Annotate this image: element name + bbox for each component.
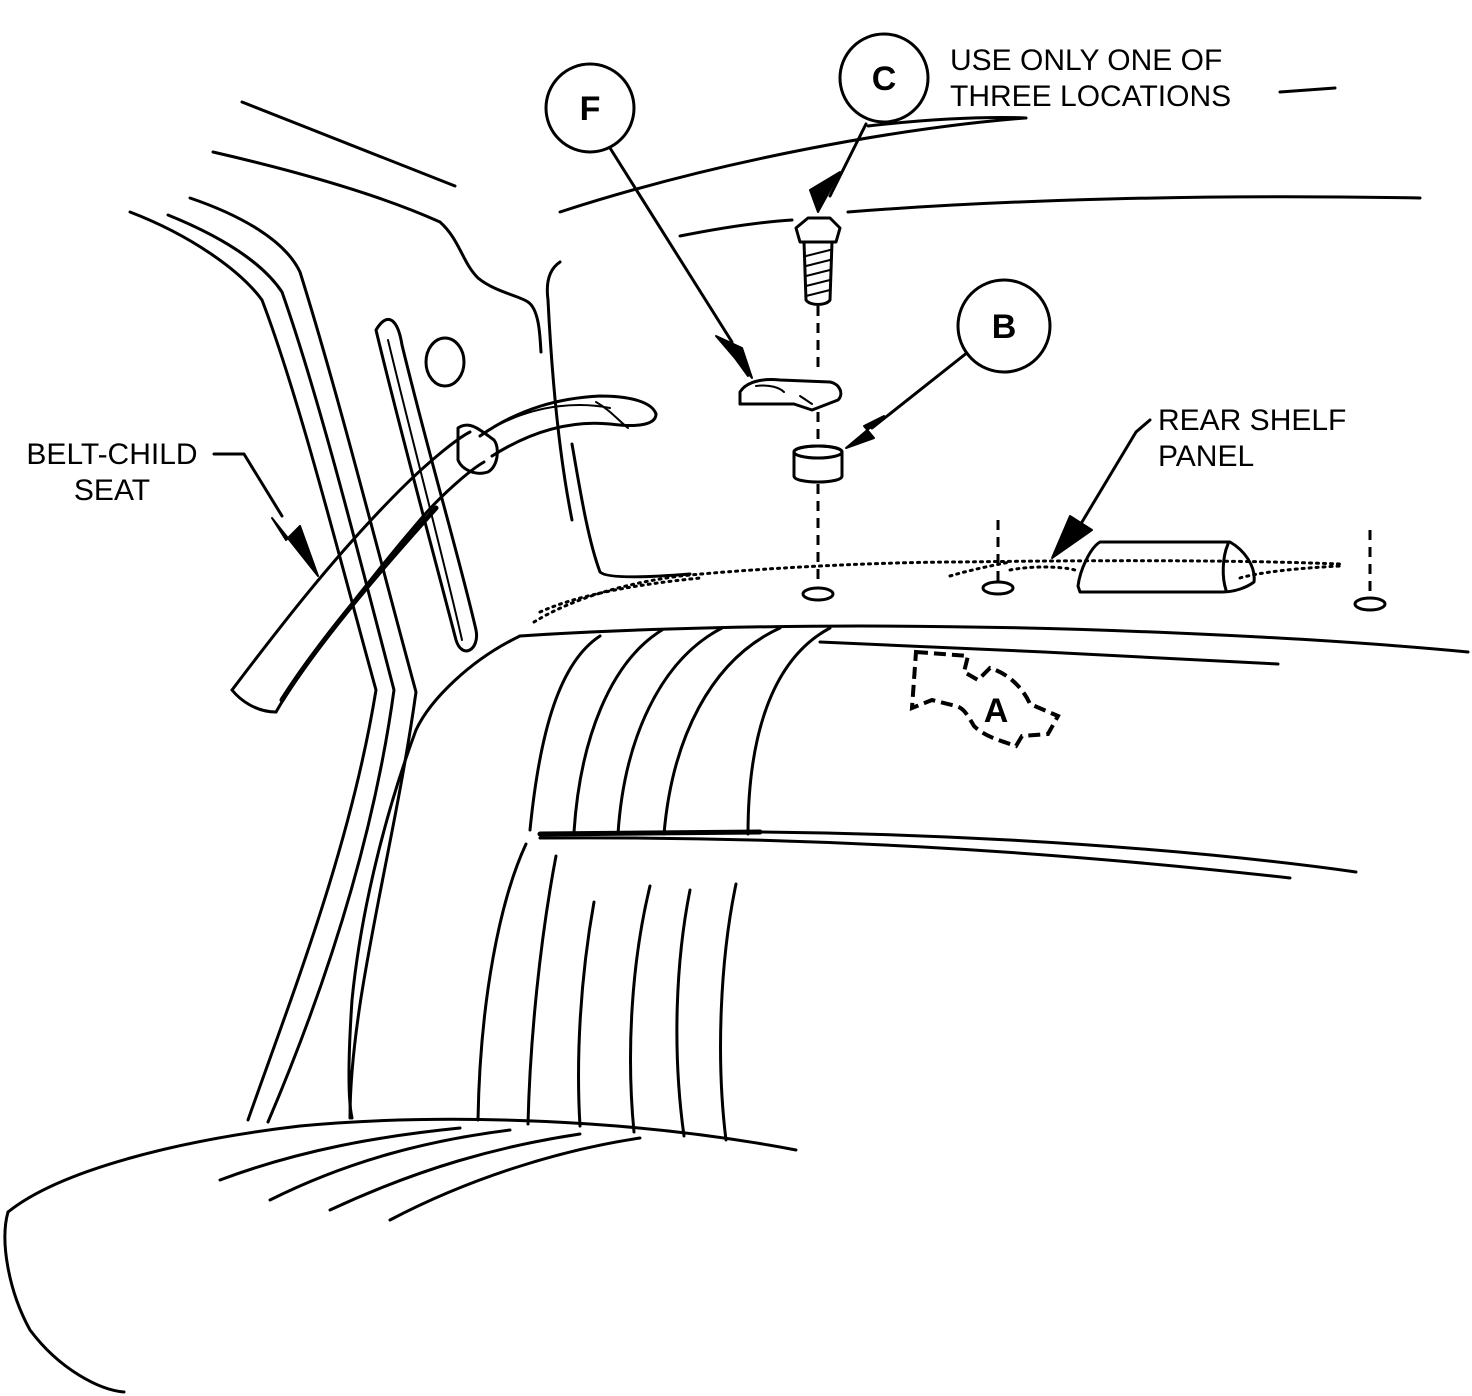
mounting-hole	[1353, 596, 1387, 612]
bolt-shank	[802, 240, 834, 306]
arrowhead	[715, 335, 753, 379]
callout-letter-f: F	[580, 90, 601, 128]
mounting-hole	[801, 586, 835, 602]
locations-note: USE ONLY ONE OF THREE LOCATIONS	[950, 44, 1231, 113]
callout-c: C	[838, 32, 930, 124]
spacer	[792, 444, 844, 484]
callout-letter-a: A	[984, 692, 1009, 730]
locations-note-line2: THREE LOCATIONS	[950, 80, 1231, 113]
rear-shelf-bump	[1076, 540, 1256, 594]
fastener-assembly	[738, 216, 1387, 612]
arrowhead	[809, 171, 841, 213]
callout-circle	[838, 32, 930, 124]
callout-circle	[544, 62, 636, 154]
belt-child-seat-line1: BELT-CHILD	[26, 438, 197, 471]
rear-shelf-panel-line1: REAR SHELF	[1158, 404, 1346, 437]
leader-lines	[212, 115, 1152, 577]
callout-circle	[956, 278, 1052, 374]
hidden-component-a	[909, 649, 1061, 749]
arrowhead	[1051, 515, 1093, 559]
callout-b: B	[956, 278, 1052, 374]
rear-shelf-panel-line2: PANEL	[1158, 440, 1254, 473]
rear-shelf-panel-label: REAR SHELF PANEL	[1158, 404, 1346, 473]
callout-letter-b: B	[992, 308, 1017, 346]
vehicle-body-outline	[3, 86, 1470, 1394]
anchor-plate	[738, 378, 843, 412]
belt-child-seat-strap	[230, 394, 658, 714]
belt-child-seat-line2: SEAT	[74, 474, 150, 507]
belt-child-seat-label: BELT-CHILD SEAT	[26, 438, 197, 507]
mounting-hole	[981, 580, 1015, 596]
callout-letter-c: C	[872, 60, 897, 98]
locations-note-line1: USE ONLY ONE OF	[950, 44, 1222, 77]
bolt-head	[794, 216, 842, 244]
arrowhead	[271, 517, 319, 577]
arrowhead	[845, 415, 885, 449]
callout-f: F	[544, 62, 636, 154]
